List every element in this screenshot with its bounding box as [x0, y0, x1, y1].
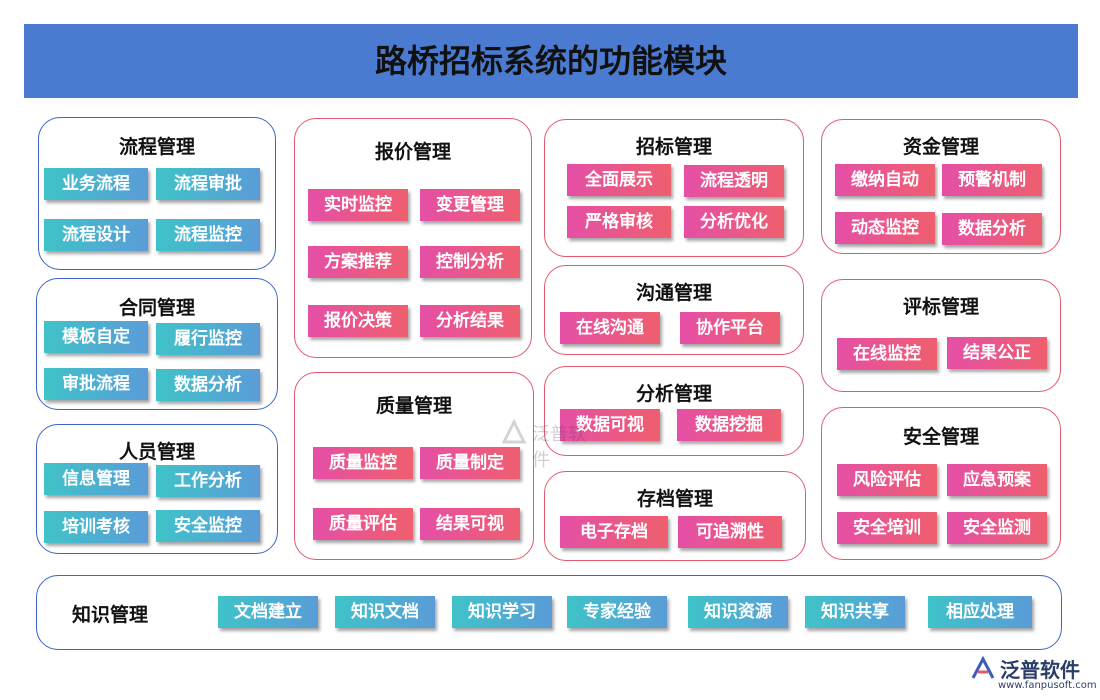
module-item[interactable]: 分析优化 — [684, 206, 784, 238]
module-item[interactable]: 知识共享 — [805, 596, 905, 628]
module-item[interactable]: 控制分析 — [420, 246, 520, 278]
module-title: 合同管理 — [118, 297, 195, 319]
module-item[interactable]: 结果公正 — [947, 337, 1047, 369]
brand-url: www.fanpusoft.com — [998, 680, 1097, 691]
module-item[interactable]: 质量评估 — [313, 508, 413, 540]
module-zhiliang: 质量管理 质量监控 质量制定 质量评估 结果可视 — [294, 372, 534, 560]
module-zijin: 资金管理 缴纳自动 预警机制 动态监控 数据分析 — [821, 119, 1061, 254]
module-item[interactable]: 流程透明 — [684, 165, 784, 197]
module-item[interactable]: 审批流程 — [44, 368, 148, 400]
module-item[interactable]: 缴纳自动 — [835, 164, 935, 196]
module-item[interactable]: 信息管理 — [44, 463, 148, 495]
module-title: 沟通管理 — [635, 282, 712, 304]
module-item[interactable]: 知识学习 — [452, 596, 552, 628]
module-item[interactable]: 电子存档 — [560, 516, 668, 548]
module-pingbiao: 评标管理 在线监控 结果公正 — [821, 279, 1061, 392]
module-title: 流程管理 — [118, 136, 195, 158]
module-zhaobiao: 招标管理 全面展示 流程透明 严格审核 分析优化 — [544, 119, 804, 257]
module-item[interactable]: 数据分析 — [156, 369, 260, 401]
module-item[interactable]: 工作分析 — [156, 465, 260, 497]
module-title: 分析管理 — [635, 383, 712, 405]
module-item[interactable]: 应急预案 — [947, 464, 1047, 496]
module-item[interactable]: 履行监控 — [156, 323, 260, 355]
module-item[interactable]: 培训考核 — [44, 511, 148, 543]
module-item[interactable]: 业务流程 — [44, 168, 148, 200]
module-title: 质量管理 — [375, 395, 452, 417]
module-item[interactable]: 风险评估 — [837, 464, 937, 496]
module-item[interactable]: 严格审核 — [567, 206, 671, 238]
module-title: 人员管理 — [118, 441, 195, 463]
module-item[interactable]: 文档建立 — [218, 596, 318, 628]
module-item[interactable]: 安全监测 — [947, 512, 1047, 544]
watermark-text: 泛普软件 — [532, 424, 586, 471]
brand-logo: 泛普软件 www.fanpusoft.com — [970, 652, 1097, 696]
brand-logo-icon — [971, 656, 995, 679]
module-item[interactable]: 预警机制 — [942, 164, 1042, 196]
module-fenxi: 分析管理 数据可视 数据挖掘 — [544, 366, 804, 456]
module-item[interactable]: 流程设计 — [44, 219, 148, 251]
module-title: 评标管理 — [902, 296, 979, 318]
module-title: 报价管理 — [374, 141, 451, 163]
module-item[interactable]: 数据挖掘 — [677, 409, 781, 441]
module-item[interactable]: 质量监控 — [313, 447, 413, 479]
module-item[interactable]: 协作平台 — [680, 312, 780, 344]
watermark: 泛普软件 — [500, 418, 600, 471]
module-item[interactable]: 报价决策 — [308, 305, 408, 337]
module-renyuan: 人员管理 信息管理 工作分析 培训考核 安全监控 — [36, 424, 278, 554]
module-item[interactable]: 数据分析 — [942, 213, 1042, 245]
module-title: 知识管理 — [72, 604, 149, 626]
module-item[interactable]: 数据可视 — [560, 409, 660, 441]
module-item[interactable]: 知识资源 — [688, 596, 788, 628]
watermark-logo-icon — [501, 418, 527, 444]
page-title: 路桥招标系统的功能模块 — [374, 42, 727, 80]
module-item[interactable]: 相应处理 — [928, 596, 1032, 628]
module-liucheng: 流程管理 业务流程 流程审批 流程设计 流程监控 — [38, 117, 276, 270]
module-item[interactable]: 安全培训 — [837, 512, 937, 544]
module-goutong: 沟通管理 在线沟通 协作平台 — [544, 265, 804, 355]
module-item[interactable]: 在线监控 — [837, 338, 937, 370]
module-item[interactable]: 方案推荐 — [308, 246, 408, 278]
brand-name: 泛普软件 — [1000, 658, 1080, 682]
module-title: 存档管理 — [636, 488, 713, 510]
module-title: 招标管理 — [635, 136, 712, 158]
module-baojia: 报价管理 实时监控 变更管理 方案推荐 控制分析 报价决策 分析结果 — [294, 118, 532, 358]
module-cundang: 存档管理 电子存档 可追溯性 — [544, 471, 806, 561]
module-item[interactable]: 知识文档 — [335, 596, 435, 628]
module-item[interactable]: 专家经验 — [567, 596, 667, 628]
module-item[interactable]: 分析结果 — [420, 305, 520, 337]
module-anquan: 安全管理 风险评估 应急预案 安全培训 安全监测 — [821, 407, 1061, 560]
module-item[interactable]: 实时监控 — [308, 189, 408, 221]
module-title: 资金管理 — [902, 136, 979, 158]
module-hetong: 合同管理 模板自定 履行监控 审批流程 数据分析 — [36, 278, 278, 410]
module-title: 安全管理 — [902, 426, 979, 448]
module-item[interactable]: 可追溯性 — [678, 516, 782, 548]
module-item[interactable]: 在线沟通 — [560, 312, 660, 344]
module-item[interactable]: 流程审批 — [156, 168, 260, 200]
module-item[interactable]: 变更管理 — [420, 189, 520, 221]
module-item[interactable]: 安全监控 — [156, 510, 260, 542]
module-item[interactable]: 流程监控 — [156, 219, 260, 251]
module-item[interactable]: 结果可视 — [420, 508, 520, 540]
module-item[interactable]: 质量制定 — [420, 447, 520, 479]
module-item[interactable]: 全面展示 — [567, 164, 671, 196]
module-item[interactable]: 动态监控 — [835, 212, 935, 244]
header-bar: 路桥招标系统的功能模块 — [24, 24, 1078, 98]
module-item[interactable]: 模板自定 — [44, 321, 148, 353]
